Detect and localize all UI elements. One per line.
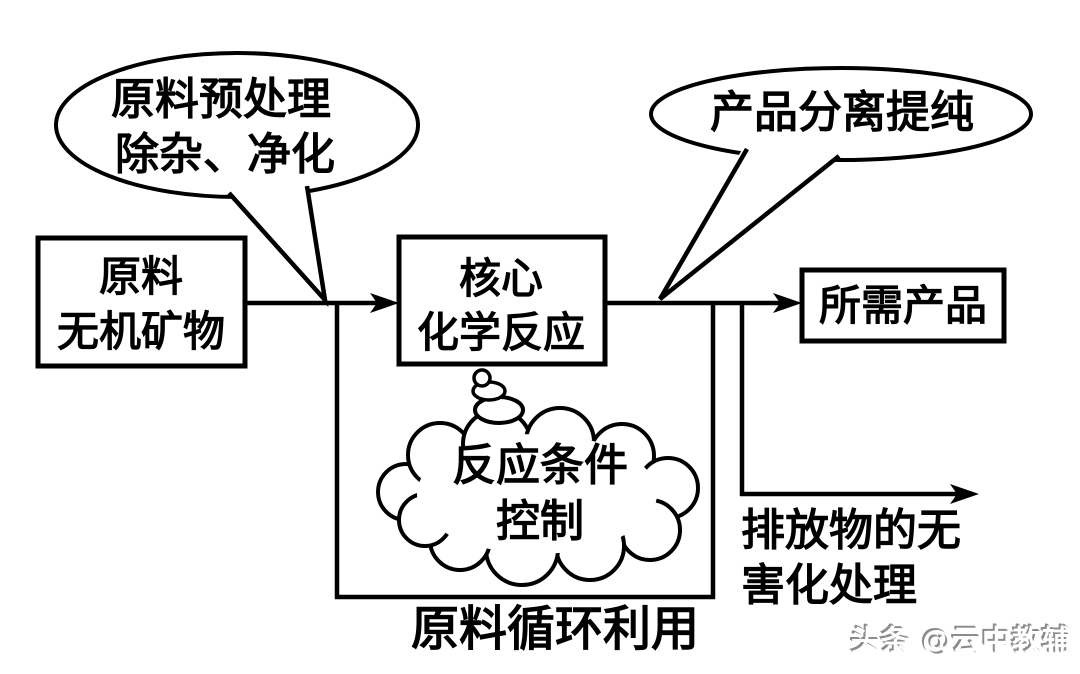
product-box-text: 所需产品 <box>818 281 988 330</box>
recycle-loop-line <box>334 303 716 600</box>
separation-speech-bubble <box>649 66 1033 301</box>
separation-bubble-tail-outline <box>658 147 841 301</box>
emission-line <box>739 303 958 497</box>
separation-bubble-text: 产品分离提纯 <box>710 87 974 138</box>
raw-material-box-text-line1: 原料 <box>98 252 184 301</box>
core-to-product-arrowhead <box>773 293 802 313</box>
core-reaction-box-text-line1: 核心 <box>458 254 544 303</box>
pretreatment-bubble-tail-outline <box>227 185 329 308</box>
thought-trail-bubble-small <box>472 368 492 388</box>
pretreatment-bubble-text-line1: 原料预处理 <box>111 74 331 125</box>
raw-material-box-text-line2: 无机矿物 <box>56 307 226 356</box>
separation-bubble-ellipse <box>649 66 1033 162</box>
pretreatment-speech-bubble <box>54 51 420 308</box>
raw-material-box <box>35 235 248 369</box>
product-box <box>799 267 1007 344</box>
watermark-text: 头条 @云中教辅 <box>850 623 1072 658</box>
raw-to-core-arrowhead <box>370 293 399 313</box>
core-reaction-box-text-line2: 化学反应 <box>416 308 586 357</box>
core-reaction-box <box>396 234 608 367</box>
recycle-label: 原料循环利用 <box>410 601 700 657</box>
emission-label-line2: 害化处理 <box>741 560 917 611</box>
cloud-inner-fill <box>417 434 657 554</box>
pretreatment-bubble-text-line2: 除杂、净化 <box>115 129 335 180</box>
emission-label-line1: 排放物的无 <box>741 505 961 556</box>
cloud-text-line1: 反应条件 <box>452 440 628 491</box>
thought-trail <box>471 368 525 425</box>
emission-arrowhead <box>950 484 979 504</box>
cloud-text-line2: 控制 <box>496 496 584 547</box>
